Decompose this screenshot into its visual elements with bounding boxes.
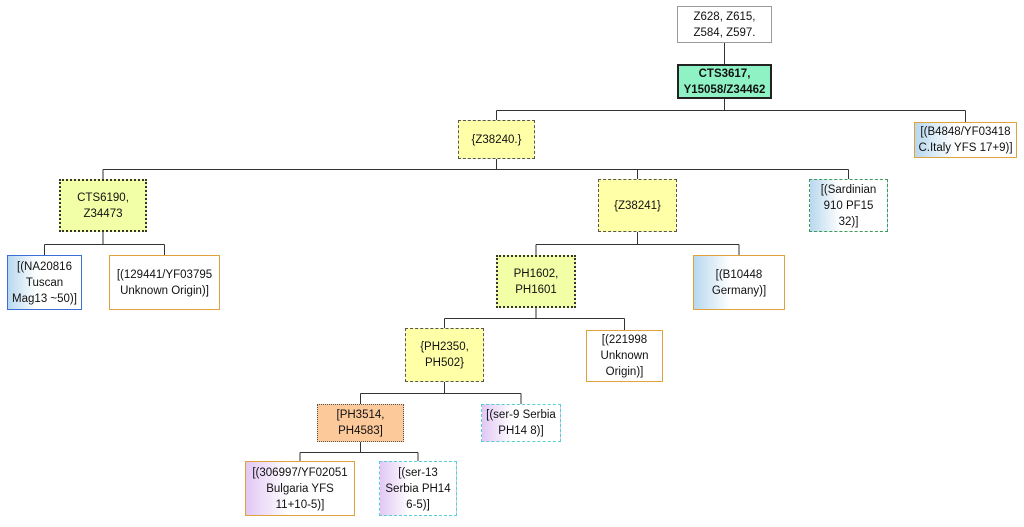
node-label-line: PH1602, <box>513 267 559 280</box>
node-cts6190[interactable]: CTS6190, Z34473 <box>59 179 147 232</box>
node-label-line: [(Sardinian <box>820 183 877 196</box>
node-306997[interactable]: [(306997/YF02051 Bulgaria YFS 11+10-5)] <box>245 461 355 516</box>
node-label-line: [(129441/YF03795 <box>116 268 213 281</box>
connector-cts3617 <box>496 99 966 122</box>
node-cts3617[interactable]: CTS3617, Y15058/Z34462 <box>677 64 772 99</box>
node-label-line: Y15058/Z34462 <box>683 83 766 96</box>
node-label-line: C.Italy YFS 17+9)] <box>918 142 1013 154</box>
node-label-line: 6-5)] <box>406 498 430 511</box>
node-z38240[interactable]: {Z38240.} <box>458 120 535 159</box>
node-label-line: [(306997/YF02051 <box>252 466 348 479</box>
node-label-line: PH14 8)] <box>498 425 544 437</box>
node-ser-13[interactable]: [(ser-13 Serbia PH14 6-5)] <box>379 461 457 516</box>
node-label-line: Origin)] <box>605 366 644 378</box>
node-label-line: {PH2350, <box>420 341 469 353</box>
node-ph1602[interactable]: PH1602, PH1601 <box>496 255 576 308</box>
node-label-line: CTS6190, <box>77 191 129 204</box>
node-label-line: Unknown <box>600 350 649 362</box>
node-b10448[interactable]: [(B10448 Germany)] <box>693 255 785 310</box>
connector-ph2350 <box>360 382 522 404</box>
node-label-line: Z628, Z615, <box>693 10 756 23</box>
node-label-line: Serbia PH14 <box>385 482 451 495</box>
node-label-line: [(B4848/YF03418 <box>920 126 1011 138</box>
node-221998[interactable]: [(221998 Unknown Origin)] <box>586 330 663 382</box>
node-label-line: {Z38241} <box>614 199 661 212</box>
node-ph3514[interactable]: [PH3514, PH4583] <box>317 404 404 442</box>
connector-cts6190 <box>44 232 165 255</box>
node-root-z628[interactable]: Z628, Z615, Z584, Z597. <box>677 6 772 43</box>
node-na20816[interactable]: [(NA20816 Tuscan Mag13 ~50)] <box>7 255 82 310</box>
node-ser-9[interactable]: [(ser-9 Serbia PH14 8)] <box>481 404 561 442</box>
node-label-line: [(B10448 <box>715 268 763 281</box>
node-label-line: PH1601 <box>515 283 557 296</box>
node-label-line: Unknown Origin)] <box>120 284 209 297</box>
node-label-line: PH502} <box>424 357 464 369</box>
node-label-line: 32)] <box>838 215 859 228</box>
connector-z38241 <box>535 232 740 255</box>
node-label-line: Bulgaria YFS <box>266 482 334 495</box>
connector-z38240 <box>102 159 849 179</box>
node-label-line: 11+10-5)] <box>275 498 325 511</box>
node-sardinian[interactable]: [(Sardinian 910 PF15 32)] <box>809 179 888 232</box>
node-label-line: {Z38240.} <box>471 133 522 146</box>
node-label-line: CTS3617, <box>698 67 751 80</box>
node-b4848[interactable]: [(B4848/YF03418 C.Italy YFS 17+9)] <box>914 122 1017 158</box>
node-label-line: PH4583] <box>338 425 383 437</box>
node-label-line: Tuscan <box>25 276 64 289</box>
node-label-line: 910 PF15 <box>823 199 874 212</box>
node-label-line: Z34473 <box>83 207 123 220</box>
node-label-line: [(NA20816 <box>17 260 72 273</box>
node-label-line: Germany)] <box>711 284 767 297</box>
node-z38241[interactable]: {Z38241} <box>598 179 677 232</box>
node-label-line: Mag13 ~50)] <box>12 292 77 305</box>
node-label-line: [(ser-9 Serbia <box>486 409 556 421</box>
node-129441[interactable]: [(129441/YF03795 Unknown Origin)] <box>109 255 220 310</box>
node-label-line: [(ser-13 <box>398 466 438 479</box>
connector-ph3514 <box>299 442 419 461</box>
node-label-line: [PH3514, <box>336 409 385 421</box>
node-label-line: Z584, Z597. <box>693 26 756 39</box>
node-label-line: [(221998 <box>601 334 648 346</box>
node-ph2350[interactable]: {PH2350, PH502} <box>405 328 484 382</box>
connector-ph1602 <box>444 308 625 330</box>
